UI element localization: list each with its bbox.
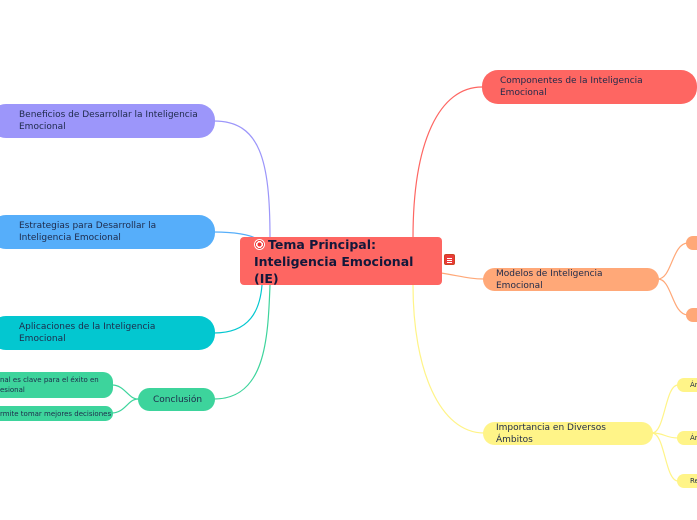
topic-beneficios-line1: Beneficios de Desarrollar la Inteligenci… [19, 110, 198, 120]
conclusion-child-2-line1: rmite tomar mejores decisiones [0, 409, 112, 418]
importancia-child-2[interactable]: Ár [677, 431, 697, 445]
link-aplicaciones [213, 284, 263, 334]
topic-beneficios-line2: Emocional [19, 122, 66, 132]
link-modelos [440, 272, 485, 280]
importancia-child-3[interactable]: Re [677, 474, 697, 488]
link-importancia-child-2 [651, 432, 679, 439]
topic-conclusion-label: Conclusión [153, 394, 203, 405]
topic-componentes[interactable]: Componentes de la Inteligencia Emocional [482, 70, 697, 104]
link-beneficios [213, 120, 271, 239]
conclusion-child-1-line1: nal es clave para el éxito en [0, 376, 99, 384]
link-conclusion-child-2 [111, 398, 139, 414]
link-modelos-child-2 [657, 278, 689, 316]
importancia-child-1[interactable]: Ár [677, 378, 697, 392]
link-importancia-child-1 [651, 384, 679, 434]
target-icon [254, 238, 265, 250]
importancia-child-3-label: Re [690, 477, 697, 485]
topic-conclusion[interactable]: Conclusión [138, 388, 215, 411]
topic-modelos[interactable]: Modelos de Inteligencia Emocional [483, 268, 659, 291]
topic-componentes-line1: Componentes de la Inteligencia [500, 76, 643, 86]
topic-importancia[interactable]: Importancia en Diversos Ámbitos [483, 422, 653, 445]
conclusion-child-1-line2: esional [0, 386, 25, 394]
modelos-child-1[interactable] [686, 236, 697, 250]
central-topic-line2: Inteligencia Emocional (IE) [254, 253, 414, 286]
link-importancia-child-3 [651, 432, 679, 482]
conclusion-child-2[interactable]: rmite tomar mejores decisiones [0, 406, 113, 421]
central-topic-line1: Tema Principal: [268, 236, 377, 252]
link-conclusion-child-1 [111, 384, 139, 400]
topic-aplicaciones-line1: Aplicaciones de la Inteligencia [19, 322, 156, 332]
conclusion-child-1[interactable]: nal es clave para el éxito en esional [0, 372, 113, 398]
topic-importancia-label: Importancia en Diversos Ámbitos [496, 422, 606, 445]
topic-estrategias[interactable]: Estrategias para Desarrollar la Intelige… [0, 215, 215, 249]
topic-estrategias-line1: Estrategias para Desarrollar la [19, 221, 157, 231]
topic-aplicaciones[interactable]: Aplicaciones de la Inteligencia Emociona… [0, 316, 215, 350]
notes-icon[interactable] [444, 254, 455, 265]
link-conclusion [213, 284, 271, 400]
topic-modelos-label: Modelos de Inteligencia Emocional [496, 268, 603, 291]
topic-aplicaciones-line2: Emocional [19, 334, 66, 344]
link-importancia [412, 284, 485, 434]
central-topic[interactable]: Tema Principal: Inteligencia Emocional (… [240, 236, 442, 286]
importancia-child-1-label: Ár [690, 381, 697, 389]
importancia-child-2-label: Ár [690, 434, 697, 442]
link-componentes [412, 86, 483, 239]
topic-beneficios[interactable]: Beneficios de Desarrollar la Inteligenci… [0, 104, 215, 138]
modelos-child-2[interactable] [686, 308, 697, 322]
topic-estrategias-line2: Inteligencia Emocional [19, 233, 121, 243]
topic-componentes-line2: Emocional [500, 88, 547, 98]
link-modelos-child-1 [657, 242, 689, 280]
